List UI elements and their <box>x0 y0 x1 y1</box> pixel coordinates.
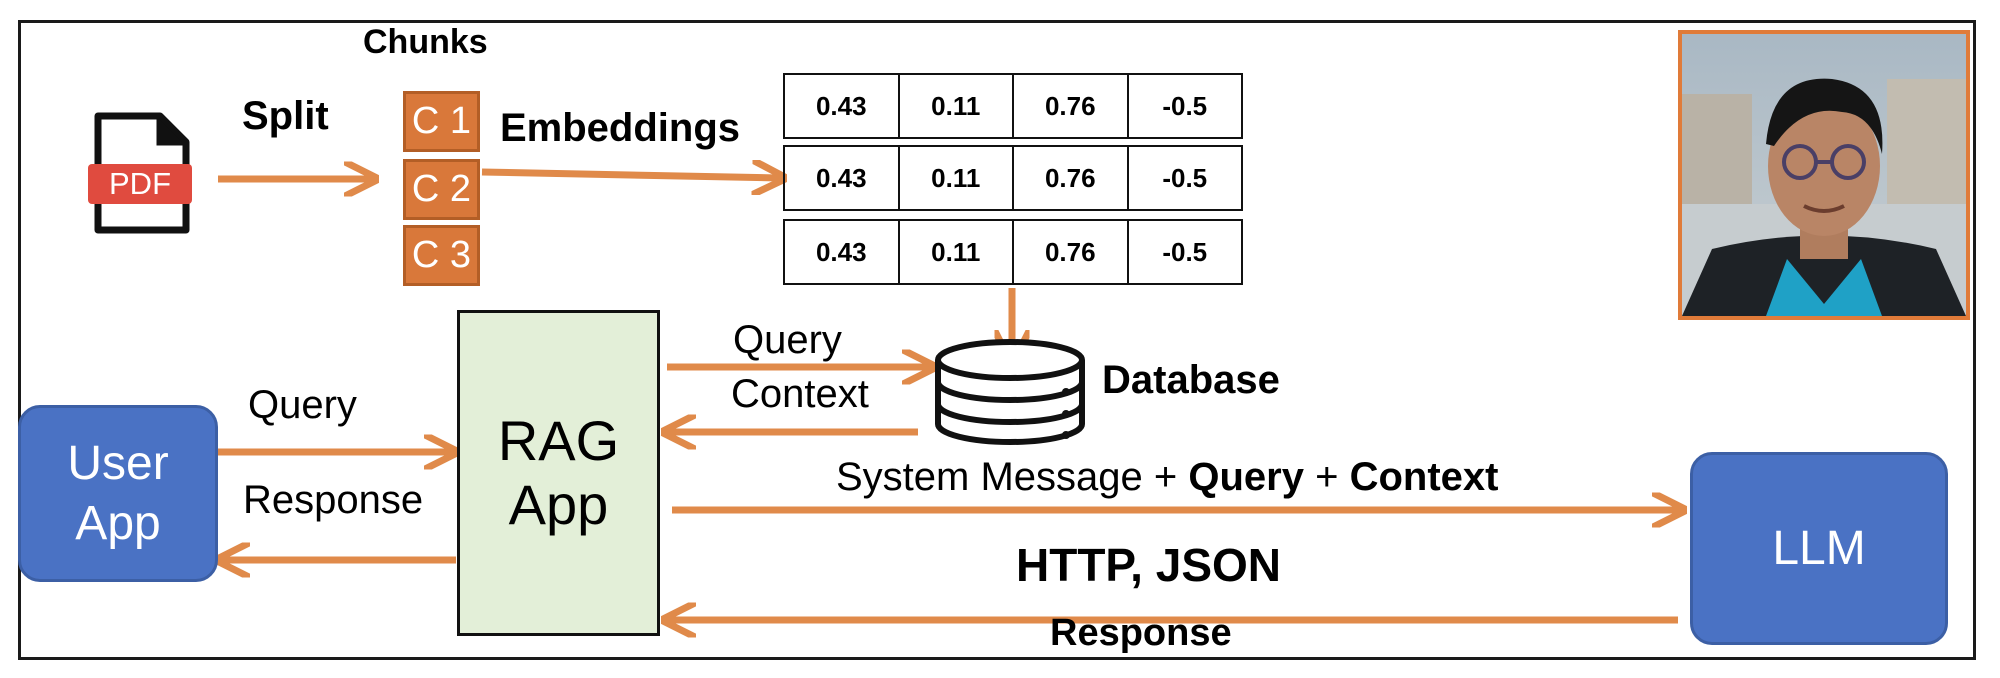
database-label: Database <box>1102 358 1280 402</box>
embeddings-label: Embeddings <box>500 106 741 150</box>
chunk-c3: C 3 <box>403 225 480 286</box>
pdf-file-icon: PDF <box>88 112 192 234</box>
llm-node: LLM <box>1690 452 1948 645</box>
pdf-icon-text: PDF <box>109 166 171 201</box>
llm-msg-context: Context <box>1349 455 1499 499</box>
split-label: Split <box>242 94 329 138</box>
embedding-value: -0.5 <box>1162 236 1208 267</box>
embedding-value: -0.5 <box>1162 90 1208 121</box>
context-from-db-label: Context <box>731 372 869 416</box>
query-to-db-label: Query <box>733 318 842 362</box>
llm-msg-plus: + <box>1303 455 1350 499</box>
embedding-value: 0.11 <box>900 75 1014 137</box>
embedding-row: 0.43 0.11 0.76 -0.5 <box>783 219 1243 285</box>
user-response-label: Response <box>243 478 424 522</box>
embedding-row: 0.43 0.11 0.76 -0.5 <box>783 73 1243 139</box>
embedding-value: 0.76 <box>1014 221 1129 283</box>
user-app-node: User App <box>18 405 218 582</box>
embedding-value: 0.43 <box>785 221 900 283</box>
llm-request-label: System Message + Query + Context <box>836 455 1498 500</box>
embedding-value: 0.43 <box>785 147 900 209</box>
chunk-c1: C 1 <box>403 91 480 152</box>
database-icon <box>935 339 1085 445</box>
user-query-label: Query <box>248 383 357 427</box>
user-app-label-line2: App <box>75 496 161 550</box>
rag-app-node: RAG App <box>457 310 660 636</box>
embedding-row: 0.43 0.11 0.76 -0.5 <box>783 145 1243 211</box>
embedding-value: 0.11 <box>900 221 1014 283</box>
presenter-photo <box>1678 30 1970 320</box>
llm-response-label: Response <box>1050 612 1232 654</box>
rag-app-label-line2: App <box>508 473 609 536</box>
embedding-value: 0.76 <box>1014 75 1129 137</box>
embeddings-arrow <box>481 172 780 178</box>
chunks-label: Chunks <box>363 23 488 61</box>
user-app-label-line1: User <box>67 436 169 490</box>
embedding-value: 0.11 <box>900 147 1014 209</box>
llm-msg-prefix: System Message + <box>836 455 1189 499</box>
presenter-photo-image <box>1682 34 1966 316</box>
embedding-value: 0.76 <box>1014 147 1129 209</box>
diagram-border <box>18 20 1976 660</box>
chunk-c2: C 2 <box>403 159 480 220</box>
rag-app-label-line1: RAG <box>497 408 620 472</box>
embedding-value: -0.5 <box>1162 162 1208 193</box>
llm-msg-query: Query <box>1188 455 1304 499</box>
http-json-label: HTTP, JSON <box>1016 539 1281 591</box>
embedding-value: 0.43 <box>785 75 900 137</box>
